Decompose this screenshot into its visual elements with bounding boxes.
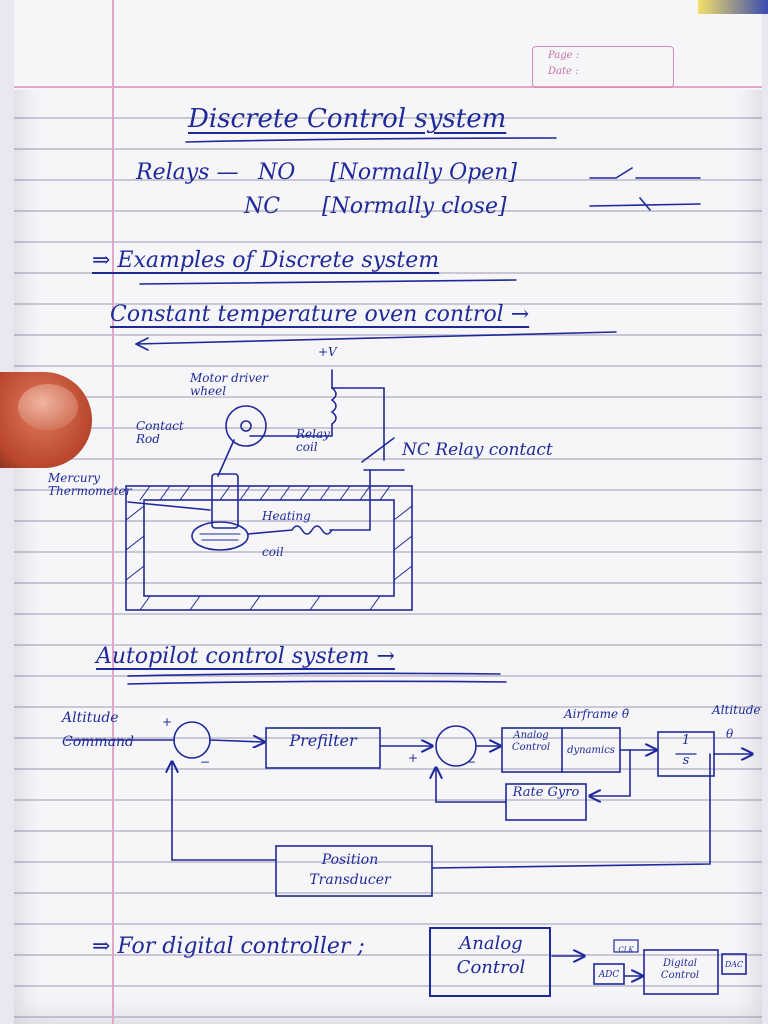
- coil-label: coil: [262, 545, 284, 559]
- date-label: Date :: [548, 66, 579, 77]
- relay-no: NO: [258, 160, 296, 185]
- title-underline: [185, 137, 557, 143]
- integrator-denominator: s: [682, 753, 690, 768]
- rate-gyro-label: Rate Gyro: [512, 785, 580, 800]
- dac-label: DAC: [724, 960, 744, 969]
- summing-junction-1: [173, 721, 211, 759]
- oven-underline-arrow: [135, 331, 617, 345]
- motor-wheel: [225, 405, 267, 447]
- digital-control-box: [643, 949, 719, 995]
- relay-coil-label: Relay coil: [296, 427, 330, 454]
- page-header-band: [14, 0, 762, 90]
- position-transducer-box: [275, 845, 433, 897]
- integrator-numerator: 1: [681, 733, 691, 748]
- adc-box: [593, 963, 625, 985]
- notebook-page: [14, 0, 762, 1024]
- sum2-plus: +: [408, 751, 419, 765]
- position-transducer-label: Position Transducer: [309, 852, 391, 888]
- examples-underline: [139, 279, 517, 285]
- margin-line: [112, 0, 114, 1024]
- clock-box: [613, 939, 639, 953]
- airframe-label: Airframe θ̇: [564, 707, 630, 721]
- no-symbol: [589, 167, 701, 179]
- oven-box-outer: [125, 485, 413, 611]
- clock-label: CLK: [618, 946, 634, 954]
- heating-coil: [291, 525, 333, 535]
- prefilter-label: Prefilter: [289, 731, 357, 750]
- fingernail: [18, 384, 78, 430]
- heating-label: Heating: [262, 509, 311, 523]
- relay-nc-desc: [Normally close]: [322, 194, 507, 219]
- contact-rod-label: Contact Rod: [136, 419, 184, 446]
- oven-box-inner: [143, 499, 395, 597]
- page-label: Page :: [548, 50, 580, 61]
- relay-no-desc: [Normally Open]: [330, 160, 517, 185]
- summing-junction-2: [435, 725, 477, 767]
- header-line: [14, 86, 762, 88]
- sum1-minus: −: [200, 755, 211, 769]
- autopilot-underline: [127, 672, 507, 685]
- digital-control-label: Digital Control: [660, 958, 700, 981]
- rate-gyro-box: [505, 783, 587, 821]
- relays-label: Relays —: [136, 160, 239, 185]
- autopilot-heading: Autopilot control system →: [96, 644, 395, 669]
- dac-box: [721, 953, 747, 975]
- digital-controller-label: ⇒ For digital controller ;: [92, 934, 365, 959]
- examples-heading: ⇒ Examples of Discrete system: [92, 248, 440, 273]
- dynamics-label: dynamics: [567, 745, 615, 756]
- nc-symbol: [589, 197, 701, 211]
- supply-label: +V: [318, 345, 337, 359]
- background-object: [698, 0, 768, 14]
- relay-coil: [330, 387, 337, 425]
- thermometer-bulb: [191, 521, 249, 551]
- analog-control-box: [501, 727, 621, 773]
- relay-nc: NC: [244, 194, 281, 219]
- mercury-thermometer-label: Mercury Thermometer: [48, 471, 132, 498]
- analog-control-label: Analog Control: [511, 730, 551, 753]
- adc-label: ADC: [598, 970, 620, 980]
- theta-label: θ: [726, 727, 734, 741]
- motor-label: Motor driver wheel: [190, 371, 268, 398]
- oven-heading: Constant temperature oven control →: [110, 302, 530, 327]
- digital-analog-control-label: Analog Control: [456, 933, 526, 978]
- page-date-box: [532, 46, 674, 88]
- page-title: Discrete Control system: [188, 104, 507, 134]
- nc-contact: [361, 437, 405, 471]
- thermometer-tube: [211, 473, 239, 529]
- nc-relay-contact-label: NC Relay contact: [402, 440, 553, 460]
- sum1-plus: +: [162, 715, 173, 729]
- contact-rod: [217, 439, 235, 477]
- sum2-minus: −: [466, 755, 477, 769]
- prefilter-box: [265, 727, 381, 769]
- altitude-command-label: Altitude Command: [62, 710, 135, 750]
- altitude-output-label: Altitude: [712, 703, 761, 717]
- digital-analog-control-box: [429, 927, 551, 997]
